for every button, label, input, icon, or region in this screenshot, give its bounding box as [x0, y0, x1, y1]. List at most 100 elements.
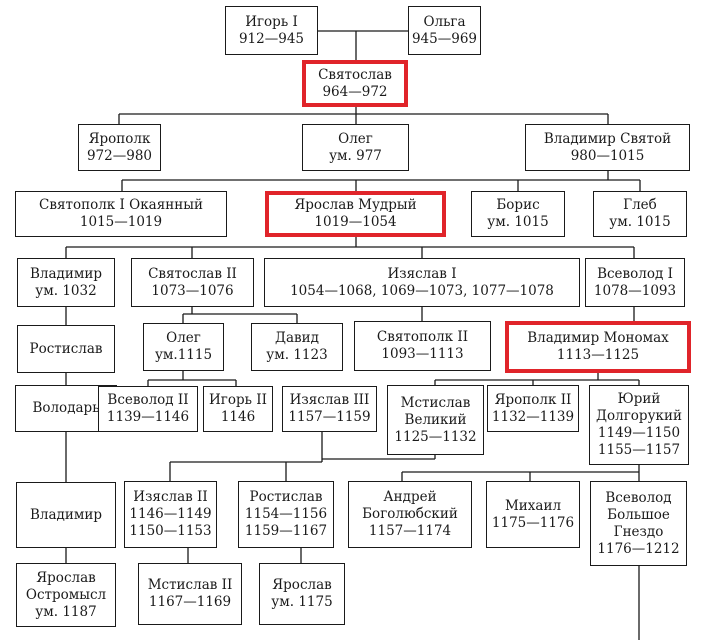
person-detail: 1132—1139 — [491, 408, 575, 425]
person-name: Ярополк II — [494, 391, 572, 408]
person-name: Юрий — [617, 391, 661, 407]
person-name: Владимир — [30, 506, 102, 523]
person-detail: ум. 1175 — [271, 594, 333, 610]
person-detail: 1054—1068, 1069—1073, 1077—1078 — [290, 282, 554, 299]
person-detail: 1125—1132 — [394, 428, 477, 445]
person-rostislav: Ростислав — [17, 325, 115, 373]
person-name: Борис — [496, 197, 540, 213]
person-detail: 1149—1150 — [597, 425, 681, 441]
person-name: Андрей — [383, 489, 437, 505]
person-detail: ум. 977 — [329, 147, 382, 164]
person-detail: Боголюбский — [362, 506, 458, 522]
person-detail: ум. 1123 — [266, 347, 328, 363]
person-detail: 1167—1169 — [148, 594, 232, 610]
person-name: Владимир Святой — [543, 130, 672, 147]
person-name: Михаил — [504, 497, 562, 514]
person-detail: 1139—1146 — [106, 409, 190, 425]
person-name: Изяслав I — [387, 265, 457, 282]
person-detail: ум. 1187 — [35, 603, 97, 620]
person-name: Изяслав II — [133, 489, 208, 505]
person-name: Святослав II — [148, 265, 237, 282]
person-name: Святополк I Окаянный — [39, 197, 203, 213]
connector-svyatoslav2-sons — [182, 307, 298, 323]
person-detail: 1157—1159 — [288, 409, 371, 425]
person-detail: 1154—1156 — [244, 506, 328, 522]
person-detail: 1146—1149 — [129, 506, 212, 522]
person-detail: 945—969 — [411, 30, 478, 47]
person-name: Всеволод I — [597, 265, 673, 282]
person-name: Святослав — [318, 66, 392, 83]
connector-mstislav-sons — [169, 455, 436, 481]
person-name: Володарь — [32, 400, 100, 416]
person-detail: Гнездо — [613, 523, 664, 540]
person-detail: ум. 1015 — [487, 214, 549, 230]
person-name: Ростислав — [249, 489, 323, 505]
person-detail: Остромысл — [25, 586, 107, 603]
person-name: Владимир Мономах — [527, 330, 669, 346]
person-detail: 1019—1054 — [314, 214, 397, 230]
person-name: Ярополк — [88, 130, 151, 147]
person-name: Олег — [166, 330, 201, 346]
connector-monomakh-sons — [434, 373, 640, 385]
person-name: Глеб — [623, 197, 657, 213]
connector-yury-sons — [401, 465, 640, 481]
person-name: Всеволод II — [107, 392, 189, 408]
person-detail: 1073—1076 — [151, 282, 234, 299]
person-name: Игорь I — [245, 13, 298, 30]
person-detail: 1176—1212 — [597, 540, 680, 557]
person-detail: 972—980 — [86, 147, 153, 164]
person-detail: 1015—1019 — [79, 214, 163, 230]
person-name: Ольга — [423, 13, 466, 30]
person-name: Мстислав II — [147, 577, 233, 593]
person-name: Святополк II — [376, 329, 469, 345]
person-vladimir-volodarevich: Владимир — [16, 482, 116, 548]
person-detail: ум. 1015 — [609, 214, 671, 230]
person-name: Владимир — [30, 265, 102, 282]
person-detail: 1078—1093 — [593, 282, 677, 299]
person-detail: 1113—1125 — [556, 347, 640, 363]
person-detail: ум.1115 — [154, 347, 213, 363]
person-detail: 1155—1157 — [597, 442, 681, 458]
person-name: Ярослав — [272, 577, 332, 593]
person-detail: 912—945 — [238, 30, 305, 47]
connector-vladimir-sons — [121, 171, 641, 191]
person-name: Всеволод — [605, 489, 672, 506]
person-detail: Большое — [607, 506, 670, 523]
person-detail: 1175—1176 — [491, 514, 575, 531]
person-detail: 980—1015 — [570, 147, 645, 164]
person-detail: 1150—1153 — [129, 523, 212, 539]
person-detail: 964—972 — [322, 83, 388, 100]
person-detail: 1146 — [220, 409, 256, 425]
person-name: Ярослав Мудрый — [294, 197, 417, 213]
person-name: Олег — [338, 130, 373, 147]
person-detail: ум. 1032 — [35, 282, 97, 299]
person-detail: Великий — [404, 411, 467, 428]
